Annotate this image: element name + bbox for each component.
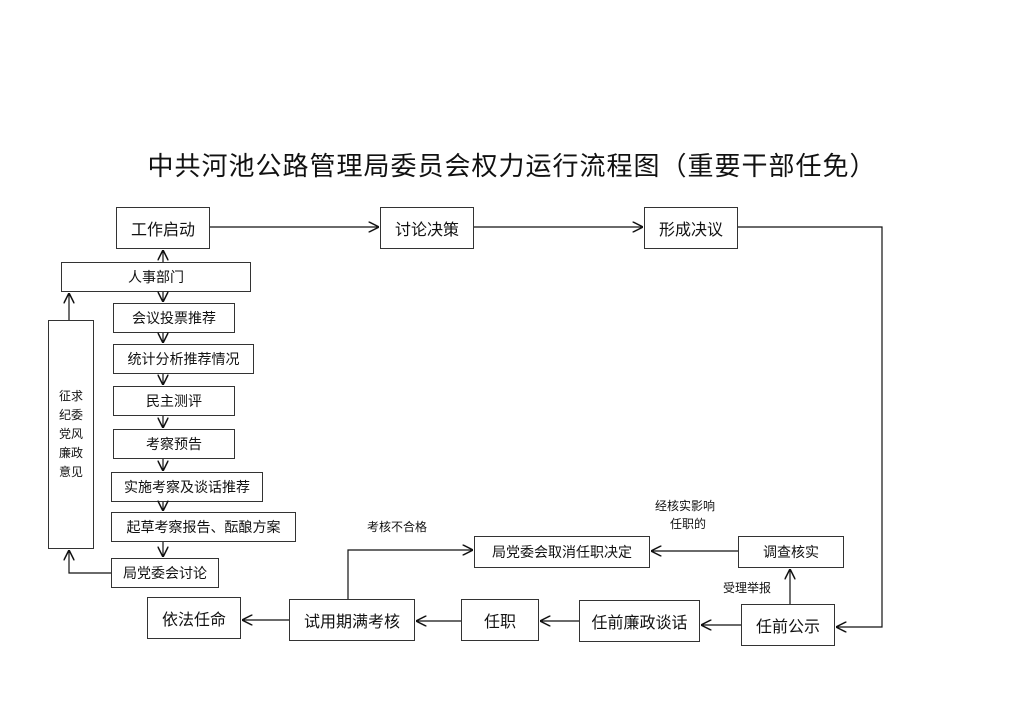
talk-node: 任前廉政谈话 [579,600,700,642]
opinions-node: 征求纪委党风廉政意见 [48,320,94,549]
page-title: 中共河池公路管理局委员会权力运行流程图（重要干部任免） [147,152,877,182]
opinions-text: 征求纪委党风廉政意见 [58,389,83,479]
edge-committee-opinions [69,551,111,574]
verified-label-2: 任职的 [670,517,707,531]
appoint-node: 任职 [461,599,539,641]
committee-node: 局党委会讨论 [111,558,219,588]
draft-node: 起草考察报告、酝酿方案 [111,512,296,542]
stats-node: 统计分析推荐情况 [113,344,254,374]
probation-node: 试用期满考核 [289,599,415,641]
verified-label-1: 经核实影响 [655,499,716,513]
resolution-node: 形成决议 [644,207,738,249]
inspection-node: 实施考察及谈话推荐 [111,472,263,502]
legal-node: 依法任命 [147,597,241,639]
fail-label: 考核不合格 [367,520,428,534]
publicity-node: 任前公示 [741,604,835,646]
pre-notice-node: 考察预告 [113,429,235,459]
start-node: 工作启动 [116,207,210,249]
verify-node: 调查核实 [738,536,844,568]
discuss-node: 讨论决策 [380,207,474,249]
edge-probation-cancel [347,550,472,599]
report-label: 受理举报 [723,581,772,595]
vote-node: 会议投票推荐 [113,303,235,333]
cancel-node: 局党委会取消任职决定 [474,536,650,568]
evaluation-node: 民主测评 [113,386,235,416]
edge-resolution-publicity [738,226,883,627]
hr-node: 人事部门 [61,262,251,292]
